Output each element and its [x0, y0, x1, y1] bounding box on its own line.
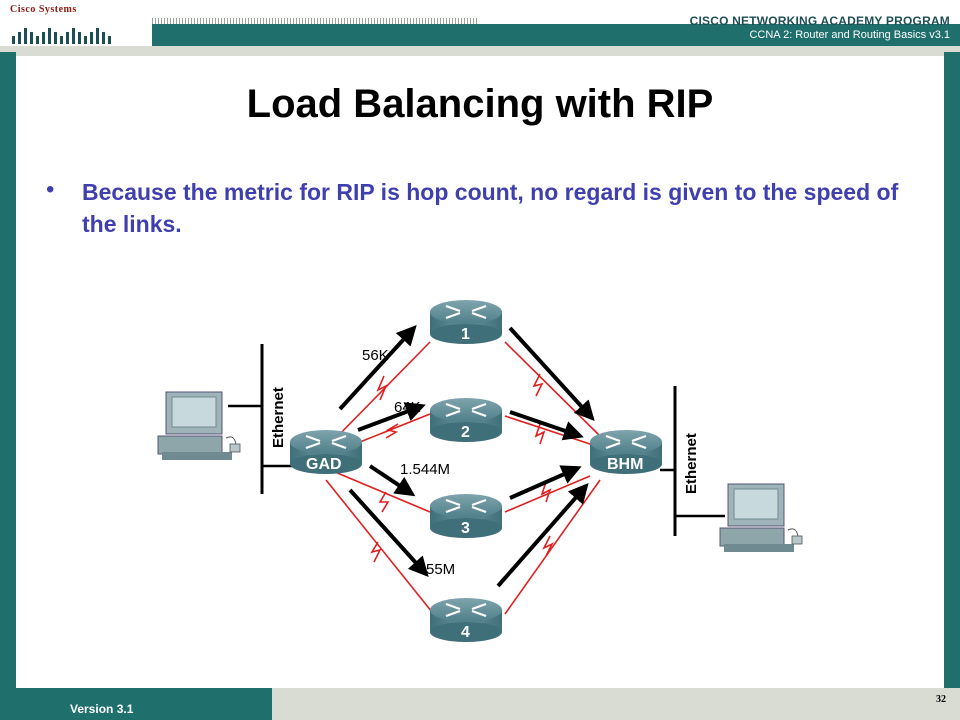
arrow-r1-bhm — [508, 326, 595, 421]
bullet-marker: • — [46, 176, 55, 203]
link-gad-r3 — [334, 471, 431, 513]
arrow-r3-bhm — [509, 465, 582, 500]
serial-zigzag-4 — [370, 541, 382, 563]
header-hatch — [152, 18, 478, 24]
serial-zigzag-8 — [542, 535, 554, 557]
pc-right-icon — [719, 483, 803, 553]
left-border — [0, 52, 16, 688]
link-r1-bhm — [504, 341, 601, 437]
course-title: CCNA 2: Router and Routing Basics v3.1 — [749, 29, 950, 41]
link-label-64k: 64K — [394, 399, 421, 416]
footer-left-band — [0, 688, 272, 720]
serial-zigzag-3 — [378, 491, 390, 513]
header-stripe — [0, 46, 960, 56]
cisco-bridge-icon — [12, 28, 111, 44]
link-r2-bhm — [504, 415, 591, 445]
slide-title: Load Balancing with RIP — [246, 82, 714, 126]
serial-zigzag-2 — [385, 423, 399, 439]
header-band-right — [656, 24, 960, 46]
serial-zigzag-7 — [540, 481, 552, 503]
version-label: Version 3.1 — [70, 702, 134, 716]
link-label-55m: 55M — [426, 561, 455, 578]
router-gad-label: GAD — [306, 456, 342, 473]
right-border — [944, 52, 960, 688]
link-r4-bhm — [504, 479, 601, 615]
arrow-gad-r3 — [368, 464, 416, 497]
bullet-text: Because the metric for RIP is hop count,… — [82, 179, 899, 237]
router-1-label: 1 — [461, 326, 470, 343]
page-number: 32 — [936, 694, 946, 705]
serial-zigzag-5 — [532, 373, 544, 397]
network-diagram: Ethernet Ethernet 56K 64K 1.544M 55M — [157, 298, 803, 644]
link-gad-r4 — [325, 479, 433, 613]
router-4-label: 4 — [461, 624, 470, 641]
arrow-r2-bhm — [509, 410, 584, 441]
header-band — [152, 24, 656, 46]
ethernet-right-label: Ethernet — [683, 433, 700, 494]
router-1: 1 — [428, 298, 504, 346]
link-label-56k: 56K — [362, 347, 389, 364]
arrow-r4-bhm — [496, 482, 589, 588]
flow-arrows — [338, 325, 595, 588]
router-3: 3 — [428, 492, 504, 540]
pc-left-icon — [157, 391, 241, 461]
logo-text: Cisco Systems — [10, 4, 77, 15]
router-bhm: BHM — [588, 428, 664, 476]
router-3-label: 3 — [461, 520, 470, 537]
link-gad-r1 — [329, 341, 431, 445]
arrow-gad-r2 — [357, 402, 426, 432]
ethernet-left-label: Ethernet — [270, 387, 287, 448]
serial-zigzag-6 — [534, 423, 546, 445]
arrow-gad-r1 — [338, 325, 417, 411]
cisco-logo: Cisco Systems — [10, 4, 122, 44]
router-4: 4 — [428, 596, 504, 644]
router-bhm-label: BHM — [607, 456, 643, 473]
link-label-1544m: 1.544M — [400, 461, 450, 478]
router-gad: GAD — [288, 428, 364, 476]
arrow-gad-r4 — [348, 488, 429, 577]
router-2-label: 2 — [461, 424, 470, 441]
router-2: 2 — [428, 396, 504, 444]
serial-zigzag-1 — [376, 375, 388, 401]
program-title: CISCO NETWORKING ACADEMY PROGRAM — [689, 14, 950, 28]
